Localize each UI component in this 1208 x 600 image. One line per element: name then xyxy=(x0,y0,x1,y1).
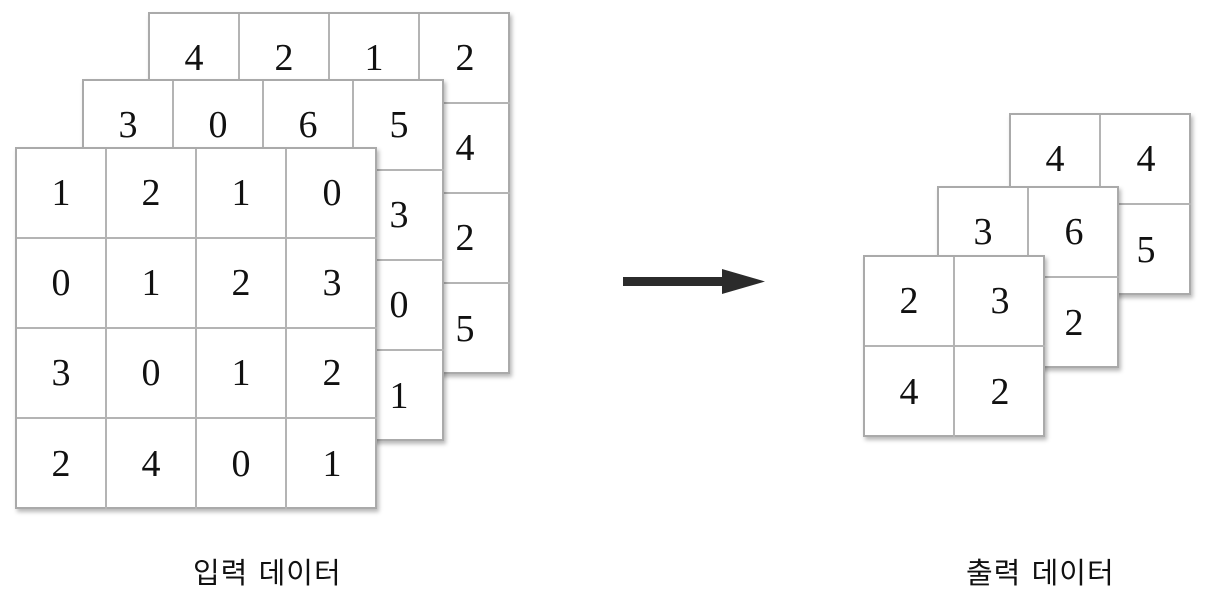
input-cell: 2 xyxy=(17,419,107,509)
input-cell: 5 xyxy=(354,81,444,171)
input-cell: 2 xyxy=(287,329,377,419)
output-cell: 4 xyxy=(865,347,955,437)
input-cell: 2 xyxy=(420,14,510,104)
input-cell: 1 xyxy=(389,375,409,417)
input-cell: 4 xyxy=(107,419,197,509)
input-cell: 0 xyxy=(107,329,197,419)
output-cell: 5 xyxy=(1136,229,1156,271)
input-cell: 0 xyxy=(197,419,287,509)
output-cell: 2 xyxy=(865,257,955,347)
input-cell: 0 xyxy=(17,239,107,329)
input-cell: 1 xyxy=(197,149,287,239)
input-cell: 1 xyxy=(197,329,287,419)
input-cell: 1 xyxy=(17,149,107,239)
input-cell: 3 xyxy=(287,239,377,329)
input-cell: 0 xyxy=(354,261,444,351)
input-cell: 1 xyxy=(322,443,342,485)
input-cell: 3 xyxy=(354,171,444,261)
input-cell: 5 xyxy=(455,308,475,350)
input-cell: 2 xyxy=(107,149,197,239)
output-cell: 6 xyxy=(1029,188,1119,278)
output-cell: 2 xyxy=(1064,302,1084,344)
input-cell: 2 xyxy=(197,239,287,329)
output-caption: 출력 데이터 xyxy=(966,556,1115,590)
input-cell: 4 xyxy=(420,104,510,194)
output-cell: 4 xyxy=(1101,115,1191,205)
input-cell: 3 xyxy=(17,329,107,419)
output-cell: 2 xyxy=(990,371,1010,413)
output-cell: 3 xyxy=(955,257,1045,347)
input-cell: 1 xyxy=(107,239,197,329)
arrow-right-icon xyxy=(623,269,765,294)
input-caption: 입력 데이터 xyxy=(193,556,342,590)
input-cell: 0 xyxy=(287,149,377,239)
input-cell: 2 xyxy=(420,194,510,284)
